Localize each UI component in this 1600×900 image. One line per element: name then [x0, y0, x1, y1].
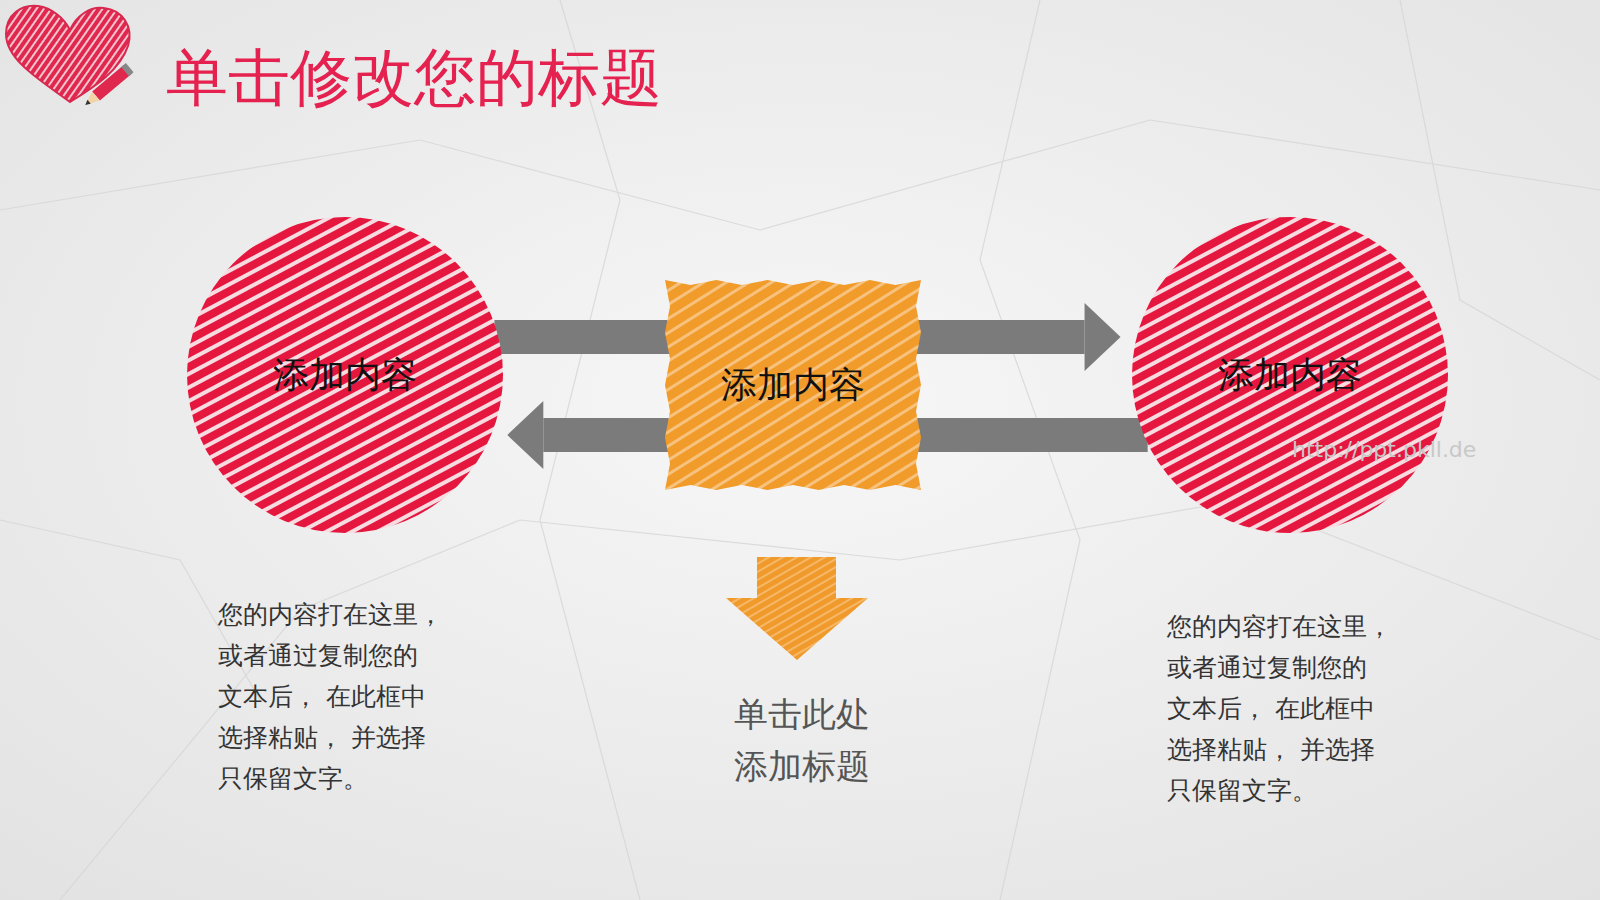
- red-hatch: [1132, 217, 1448, 533]
- node-text: 添加内容: [273, 351, 417, 400]
- hatched-box: 添加内容: [665, 280, 921, 490]
- hatched-circle: 添加内容: [185, 215, 505, 535]
- hatched-circle: 添加内容: [1130, 215, 1450, 535]
- arrow-head: [1085, 303, 1121, 371]
- arrow-head: [507, 401, 543, 469]
- watermark: http://ppt.pkll.de: [1292, 437, 1476, 462]
- node-text: 添加内容: [721, 361, 865, 410]
- sub-heading: 单击此处 添加标题: [717, 688, 887, 792]
- red-hatch: [187, 217, 503, 533]
- orange-hatch: [665, 280, 921, 490]
- down-arrow: [726, 557, 868, 660]
- node-text: 添加内容: [1218, 351, 1362, 400]
- slide-title: 单击修改您的标题: [166, 36, 662, 120]
- body-text: 您的内容打在这里， 或者通过复制您的 文本后， 在此框中 选择粘贴， 并选择 只…: [218, 594, 480, 799]
- heart-icon: [6, 6, 134, 110]
- body-text: 您的内容打在这里， 或者通过复制您的 文本后， 在此框中 选择粘贴， 并选择 只…: [1167, 606, 1429, 811]
